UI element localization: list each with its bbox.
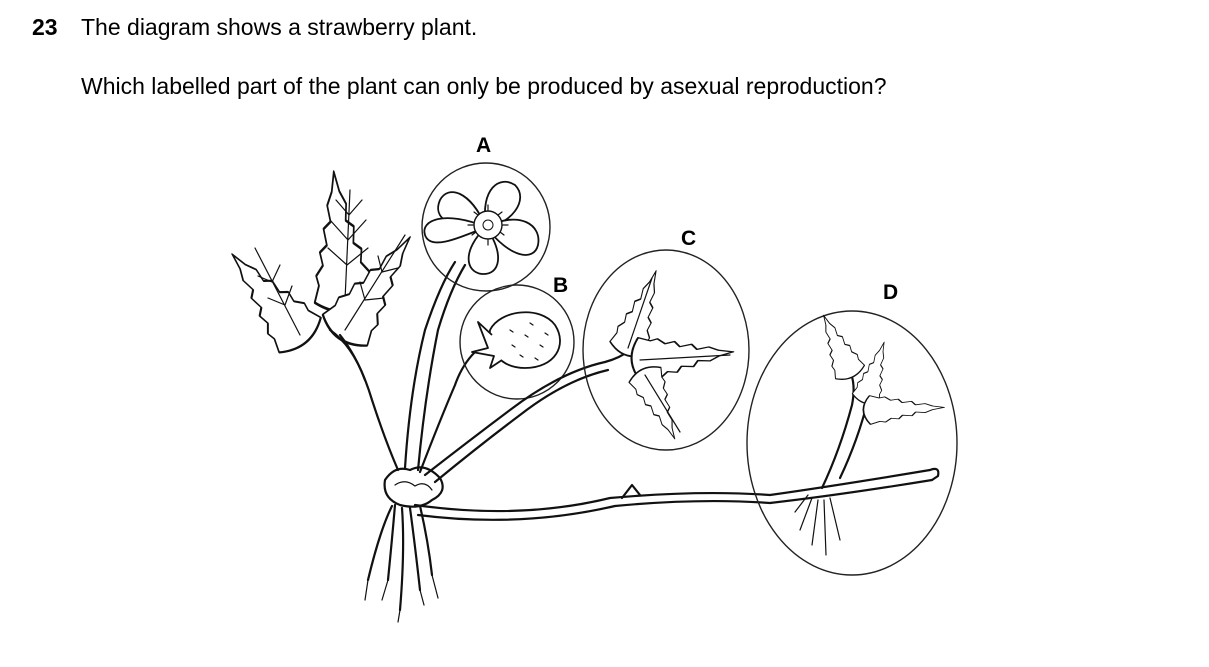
part-a-flower: A [421, 134, 551, 292]
question-number: 23 [32, 14, 58, 40]
part-c-leaves: C [582, 227, 750, 451]
fruit-stalk [418, 350, 477, 474]
label-a: A [476, 134, 491, 157]
part-d-plantlet: D [746, 281, 958, 576]
left-leaves [210, 167, 434, 472]
question-text: The diagram shows a strawberry plant. [81, 14, 478, 40]
crown-and-roots [364, 466, 444, 623]
label-d: D [883, 281, 898, 304]
flower-stalk [403, 260, 457, 470]
part-b-fruit: B [459, 274, 575, 400]
runner-to-c [423, 348, 632, 477]
question-prompt: Which labelled part of the plant can onl… [81, 73, 887, 99]
label-b: B [553, 274, 568, 297]
runner-to-d [413, 468, 932, 513]
label-c: C [681, 227, 696, 250]
